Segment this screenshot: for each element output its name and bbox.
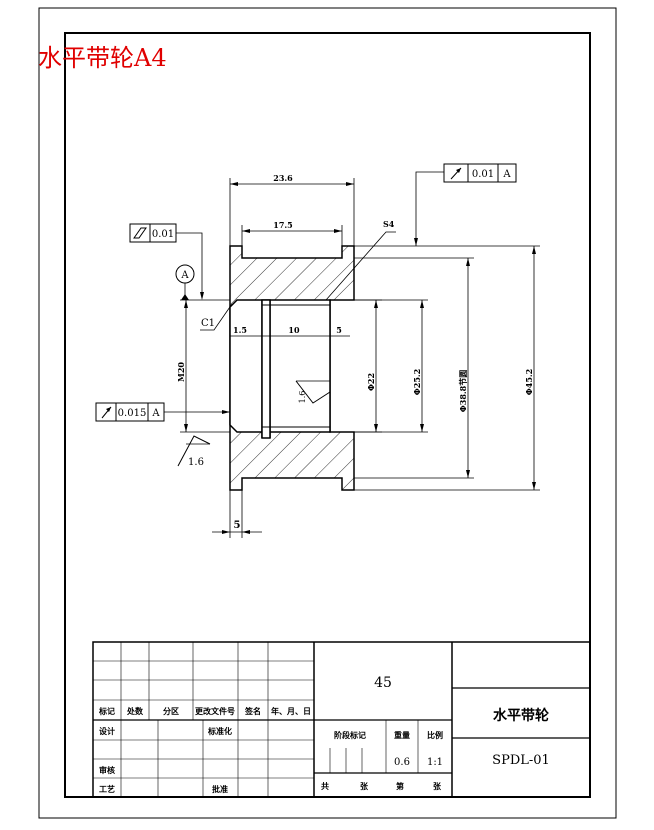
part-section bbox=[229, 245, 355, 491]
runout-top-value: 0.01 bbox=[472, 169, 494, 180]
dimension-lines bbox=[180, 178, 540, 538]
runout-bore-value: 0.015 bbox=[118, 408, 147, 419]
datum-a-label: A bbox=[180, 270, 189, 281]
part-name: 水平带轮 bbox=[493, 707, 549, 724]
sheet-no-label: 第 bbox=[396, 781, 404, 791]
outer-border bbox=[38, 7, 617, 819]
process-label: 工艺 bbox=[99, 784, 115, 794]
rev-header-3: 更改文件号 bbox=[195, 706, 235, 716]
material-text: 45 bbox=[374, 675, 392, 691]
dim-pitch-dia: Φ38.8节圆 bbox=[458, 370, 468, 412]
rev-header-0: 标记 bbox=[98, 706, 115, 716]
runout-frame-top: 0.01 A bbox=[414, 163, 517, 246]
review-label: 审核 bbox=[99, 765, 115, 775]
roughness-inner-value: 1.6 bbox=[298, 391, 307, 404]
sheet-unit-1: 张 bbox=[360, 781, 369, 791]
runout-bore-datum: A bbox=[151, 408, 160, 419]
standardization-label: 标准化 bbox=[207, 726, 232, 736]
dim-flange-width: 5 bbox=[234, 520, 241, 531]
approve-label: 批准 bbox=[212, 784, 228, 794]
dim-overall-length: 23.6 bbox=[273, 173, 293, 183]
rev-header-2: 分区 bbox=[163, 706, 179, 716]
roughness-outer-value: 1.6 bbox=[188, 457, 204, 468]
dim-outer-dia: Φ45.2 bbox=[524, 369, 534, 395]
rev-header-5: 年、月、日 bbox=[271, 706, 311, 716]
dim-key-note: S4 bbox=[383, 219, 395, 229]
dim-chamfer: C1 bbox=[201, 318, 215, 329]
dimension-arrows bbox=[184, 182, 536, 534]
total-label: 共 bbox=[321, 781, 329, 791]
title-block bbox=[92, 641, 591, 798]
rev-header-1: 处数 bbox=[126, 706, 144, 716]
drawing-number: SPDL-01 bbox=[492, 753, 550, 768]
drawing-label: 水平带轮A4 bbox=[38, 44, 167, 72]
dim-hub-dia: Φ25.2 bbox=[412, 369, 422, 395]
dim-thread: M20 bbox=[176, 362, 186, 382]
weight-label: 重量 bbox=[394, 730, 410, 740]
scale-value: 1:1 bbox=[427, 757, 443, 768]
scale-label: 比例 bbox=[427, 730, 443, 740]
rev-header-4: 签名 bbox=[244, 706, 261, 716]
cylindricity-icon bbox=[133, 227, 147, 239]
design-label: 设计 bbox=[99, 726, 115, 736]
datum-a: A bbox=[175, 264, 195, 300]
weight-value: 0.6 bbox=[394, 757, 410, 768]
dim-groove-width: 17.5 bbox=[273, 220, 292, 230]
dim-step-right: 5 bbox=[336, 325, 342, 335]
roughness-outer: 1.6 bbox=[177, 435, 211, 468]
dim-bore: Φ22 bbox=[366, 373, 376, 391]
stage-label: 阶段标记 bbox=[334, 730, 366, 740]
runout-top-datum: A bbox=[502, 169, 511, 180]
runout-frame-bore: 0.015 A bbox=[95, 402, 230, 422]
sheet-unit-2: 张 bbox=[433, 781, 442, 791]
tolerance-left-value: 0.01 bbox=[152, 229, 174, 240]
dim-step-left: 1.5 bbox=[233, 325, 247, 335]
tolerance-frame-left: 0.01 bbox=[129, 223, 204, 300]
dim-step-mid: 10 bbox=[288, 325, 300, 335]
roughness-inner: 1.6 bbox=[295, 380, 331, 404]
